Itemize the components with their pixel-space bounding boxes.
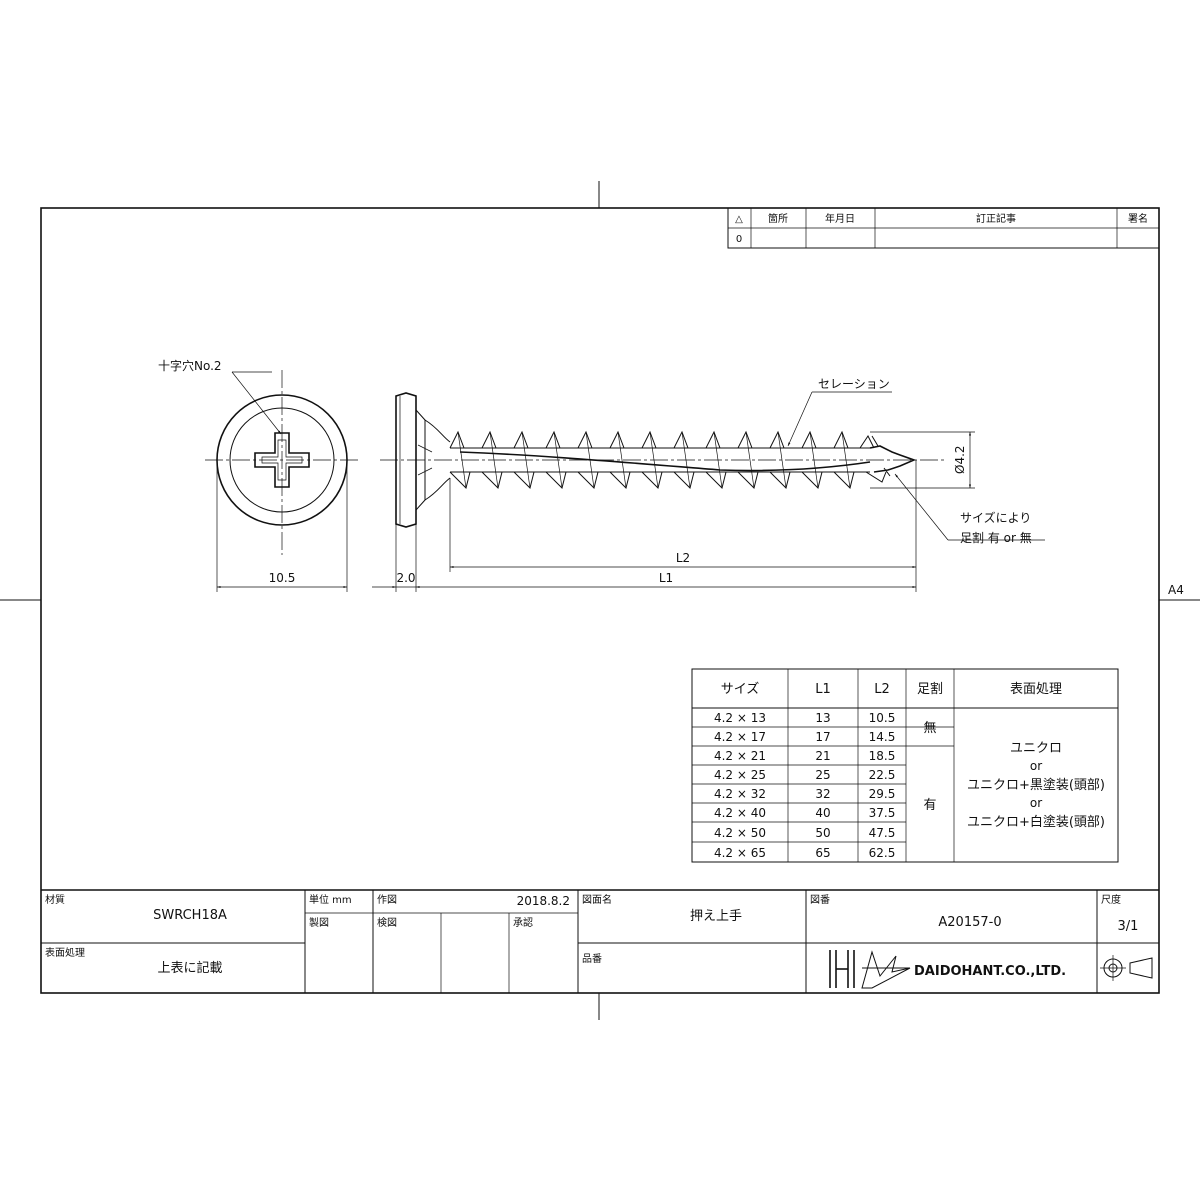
split-note-line1: サイズにより bbox=[960, 510, 1031, 525]
spec-cell-l1: 40 bbox=[815, 806, 830, 820]
head-diameter-value: 10.5 bbox=[269, 571, 296, 585]
spec-table bbox=[691, 668, 1119, 863]
revision-header-signature: 署名 bbox=[1128, 212, 1148, 225]
split-none-cell: 無 bbox=[923, 721, 936, 736]
scale-label: 尺度 bbox=[1101, 893, 1121, 906]
spec-cell-size: 4.2 × 65 bbox=[714, 846, 766, 860]
length-dimensions bbox=[372, 460, 917, 592]
drawing-no-value: A20157-0 bbox=[938, 915, 1001, 930]
spec-cell-size: 4.2 × 13 bbox=[714, 711, 766, 725]
spec-cell-l1: 17 bbox=[815, 730, 830, 744]
spec-cell-l2: 29.5 bbox=[869, 787, 896, 801]
spec-cell-size: 4.2 × 17 bbox=[714, 730, 766, 744]
spec-cell-l1: 25 bbox=[815, 768, 830, 782]
revision-header-location: 箇所 bbox=[768, 212, 788, 225]
head-height-value: 2.0 bbox=[396, 571, 415, 585]
l1-label: L1 bbox=[659, 571, 673, 585]
spec-cell-l1: 21 bbox=[815, 749, 830, 763]
thread-diameter-value: Ø4.2 bbox=[953, 445, 967, 474]
finish-line: ユニクロ+黒塗装(頭部) bbox=[967, 777, 1105, 793]
cross-recess-icon bbox=[254, 432, 310, 488]
drafted-label: 製図 bbox=[309, 916, 329, 929]
spec-cell-l2: 62.5 bbox=[869, 846, 896, 860]
drawn-label: 作図 bbox=[377, 894, 397, 906]
revision-header-mark: △ bbox=[735, 214, 743, 225]
spec-header-split: 足割 bbox=[917, 681, 943, 697]
split-note-leader bbox=[894, 473, 1045, 541]
finish-line: ユニクロ bbox=[1010, 741, 1062, 756]
spec-cell-size: 4.2 × 25 bbox=[714, 768, 766, 782]
serration-label: セレーション bbox=[818, 377, 890, 391]
company-logo-icon bbox=[829, 950, 911, 989]
spec-cell-l1: 13 bbox=[815, 711, 830, 725]
spec-cell-l2: 37.5 bbox=[869, 806, 896, 820]
cross-recess-label: 十字穴No.2 bbox=[158, 358, 222, 373]
spec-cell-size: 4.2 × 40 bbox=[714, 806, 766, 820]
drawing-name-value: 押え上手 bbox=[690, 909, 742, 924]
spec-cell-l1: 50 bbox=[815, 826, 830, 840]
spec-cell-size: 4.2 × 50 bbox=[714, 826, 766, 840]
company-name: DAIDOHANT.CO.,LTD. bbox=[914, 964, 1066, 979]
spec-cell-l2: 10.5 bbox=[869, 711, 896, 725]
head-diameter-dimension bbox=[216, 460, 348, 592]
drawing-no-label: 図番 bbox=[810, 894, 830, 906]
title-block bbox=[41, 889, 1159, 993]
spec-cell-l2: 47.5 bbox=[869, 826, 896, 840]
sheet-border bbox=[0, 181, 1200, 1020]
spec-cell-l2: 18.5 bbox=[869, 749, 896, 763]
projection-symbol-icon bbox=[1100, 955, 1153, 981]
split-note-line2: 足割 有 or 無 bbox=[960, 530, 1032, 545]
finish-label: 表面処理 bbox=[45, 946, 85, 959]
l2-label: L2 bbox=[676, 551, 690, 565]
material-value: SWRCH18A bbox=[153, 908, 227, 923]
paper-size-label: A4 bbox=[1168, 583, 1184, 597]
finish-line: ユニクロ+白塗装(頭部) bbox=[967, 814, 1105, 830]
scale-value: 3/1 bbox=[1118, 919, 1139, 934]
spec-header-l2: L2 bbox=[874, 682, 890, 697]
spec-cell-size: 4.2 × 21 bbox=[714, 749, 766, 763]
head-top-view bbox=[205, 370, 360, 555]
spec-cell-l1: 32 bbox=[815, 787, 830, 801]
material-label: 材質 bbox=[45, 893, 65, 906]
revision-header-date: 年月日 bbox=[825, 212, 855, 225]
spec-header-size: サイズ bbox=[721, 681, 760, 697]
revision-row-number: 0 bbox=[736, 234, 742, 245]
checked-label: 検図 bbox=[377, 916, 397, 929]
spec-cell-l2: 14.5 bbox=[869, 730, 896, 744]
serration-leader bbox=[787, 391, 892, 447]
thread-diameter-dimension bbox=[870, 431, 975, 489]
spec-cell-size: 4.2 × 32 bbox=[714, 787, 766, 801]
finish-line: or bbox=[1030, 796, 1042, 810]
spec-header-finish: 表面処理 bbox=[1010, 682, 1062, 697]
part-no-label: 品番 bbox=[582, 953, 602, 965]
revision-table: △ 箇所 年月日 訂正記事 署名 0 bbox=[727, 207, 1160, 249]
drawing-name-label: 図面名 bbox=[582, 893, 612, 906]
finish-value: 上表に記載 bbox=[157, 960, 222, 976]
screw-side-view bbox=[380, 392, 945, 528]
spec-cell-l2: 22.5 bbox=[869, 768, 896, 782]
split-yes-cell: 有 bbox=[923, 798, 936, 813]
finish-line: or bbox=[1030, 759, 1042, 773]
spec-cell-l1: 65 bbox=[815, 846, 830, 860]
spec-header-l1: L1 bbox=[815, 682, 831, 697]
unit-label: 単位 mm bbox=[309, 893, 352, 906]
revision-header-note: 訂正記事 bbox=[976, 212, 1016, 225]
approved-label: 承認 bbox=[513, 916, 533, 929]
spec-rows: 4.2 × 13 13 10.5 4.2 × 17 17 14.5 4.2 × … bbox=[714, 711, 895, 860]
drawn-date: 2018.8.2 bbox=[517, 894, 570, 908]
